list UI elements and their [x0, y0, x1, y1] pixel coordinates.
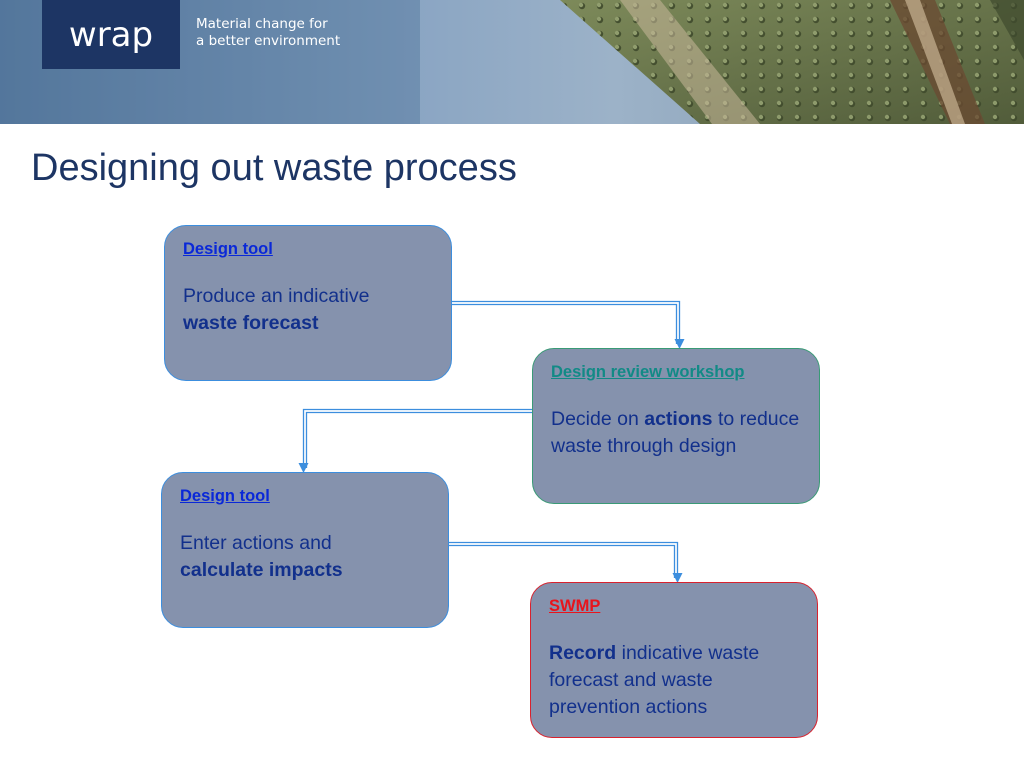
connector-arrow-1	[452, 300, 685, 349]
step-emphasis: calculate impacts	[180, 559, 343, 581]
bridge-background-image	[0, 0, 1024, 124]
connector-arrow-3	[449, 541, 683, 583]
connector-arrow-2	[298, 408, 532, 473]
wrap-logo: wrap	[42, 0, 180, 69]
step-emphasis: waste forecast	[183, 312, 319, 334]
step-emphasis: Record	[549, 642, 617, 664]
step-description: Decide on actions to reduce waste throug…	[551, 406, 803, 460]
brand-tagline: Material change for a better environment	[196, 16, 340, 50]
step-heading-link[interactable]: Design tool	[180, 487, 270, 505]
step-text: Enter actions and	[180, 532, 332, 554]
step-description: Record indicative waste forecast and was…	[549, 640, 801, 721]
step-heading-link[interactable]: Design tool	[183, 240, 273, 258]
step-box-swmp: SWMP Record indicative waste forecast an…	[530, 582, 818, 738]
header-banner: wrap Material change for a better enviro…	[0, 0, 1024, 124]
step-box-design-tool-forecast: Design tool Produce an indicative waste …	[164, 225, 452, 381]
tagline-line-2: a better environment	[196, 33, 341, 49]
tagline-line-1: Material change for	[196, 16, 328, 32]
step-description: Produce an indicative waste forecast	[183, 283, 435, 337]
step-box-design-tool-impacts: Design tool Enter actions and calculate …	[161, 472, 449, 628]
step-text-continued: to reduce waste through design	[551, 408, 800, 457]
logo-wordmark: wrap	[68, 14, 154, 55]
step-emphasis: actions	[644, 408, 713, 430]
step-heading-link[interactable]: Design review workshop	[551, 363, 745, 381]
step-heading-link[interactable]: SWMP	[549, 597, 601, 615]
slide-title: Designing out waste process	[31, 147, 517, 189]
step-description: Enter actions and calculate impacts	[180, 530, 432, 584]
step-box-design-review-workshop: Design review workshop Decide on actions…	[532, 348, 820, 504]
step-text-continued: indicative waste forecast and waste prev…	[549, 642, 760, 718]
step-text: Produce an indicative	[183, 285, 370, 307]
step-text: Decide on	[551, 408, 639, 430]
